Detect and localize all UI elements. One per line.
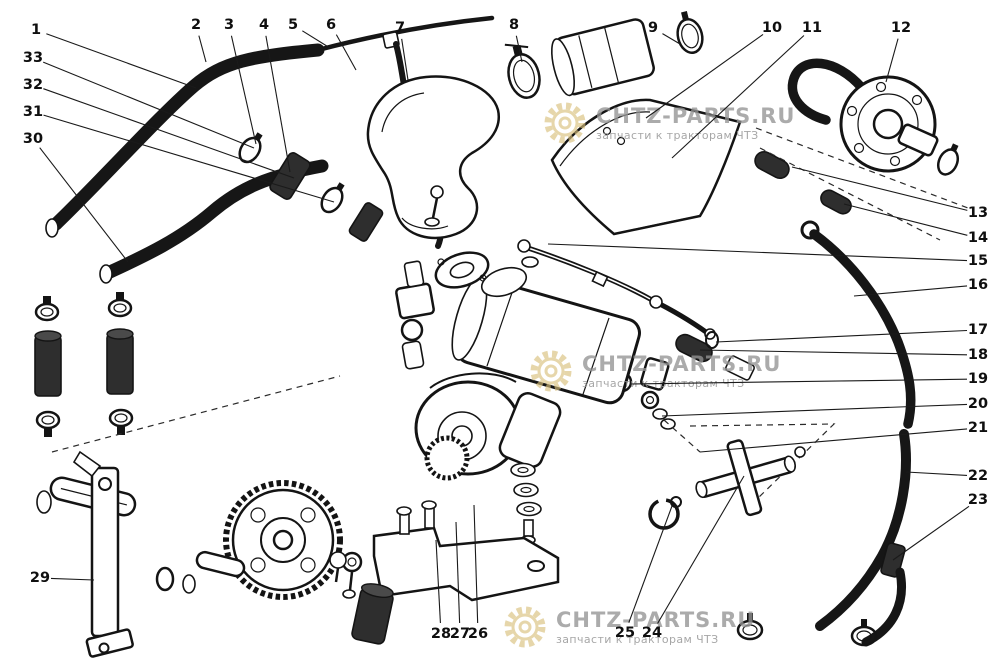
curved-bracket (366, 75, 501, 240)
callout-32[interactable]: 32 (22, 77, 44, 93)
callout-11[interactable]: 11 (801, 20, 823, 36)
heat-shield (550, 98, 742, 236)
dipstick-tube (800, 220, 916, 429)
callout-13[interactable]: 13 (967, 205, 989, 221)
callout-10[interactable]: 10 (761, 20, 783, 36)
pump-body (414, 372, 562, 545)
callout-20[interactable]: 20 (967, 396, 989, 412)
callout-23[interactable]: 23 (967, 492, 989, 508)
callout-1[interactable]: 1 (30, 22, 42, 38)
air-cleaner (504, 11, 704, 99)
left-clamps-hoses (34, 292, 134, 437)
callout-2[interactable]: 2 (190, 17, 202, 33)
callout-26[interactable]: 26 (467, 626, 489, 642)
callout-12[interactable]: 12 (890, 20, 912, 36)
callout-15[interactable]: 15 (967, 253, 989, 269)
small-filter (329, 551, 394, 645)
callout-28[interactable]: 28 (430, 626, 452, 642)
support-bracket (648, 439, 806, 530)
flange-pulley (787, 58, 960, 176)
callout-21[interactable]: 21 (967, 420, 989, 436)
drive-gear (223, 480, 343, 600)
hose-clamp-large (504, 43, 541, 99)
bracket-link (72, 450, 134, 658)
callout-9[interactable]: 9 (647, 20, 659, 36)
callout-14[interactable]: 14 (967, 230, 989, 246)
upper-hose (45, 43, 325, 238)
callout-27[interactable]: 27 (449, 626, 471, 642)
callout-25[interactable]: 25 (614, 625, 636, 641)
callout-5[interactable]: 5 (287, 17, 299, 33)
callout-4[interactable]: 4 (258, 17, 270, 33)
stud-washer (424, 185, 444, 227)
callout-22[interactable]: 22 (967, 468, 989, 484)
callout-7[interactable]: 7 (394, 20, 406, 36)
mount-bracket (372, 500, 560, 602)
callout-29[interactable]: 29 (29, 570, 51, 586)
callout-31[interactable]: 31 (22, 104, 44, 120)
callout-8[interactable]: 8 (508, 17, 520, 33)
callout-16[interactable]: 16 (967, 277, 989, 293)
callout-33[interactable]: 33 (22, 50, 44, 66)
callout-19[interactable]: 19 (967, 371, 989, 387)
callout-30[interactable]: 30 (22, 131, 44, 147)
callout-17[interactable]: 17 (967, 322, 989, 338)
callout-18[interactable]: 18 (967, 347, 989, 363)
hose-clamp-small (676, 11, 704, 54)
callout-6[interactable]: 6 (325, 17, 337, 33)
callout-3[interactable]: 3 (223, 17, 235, 33)
valve-assembly (395, 260, 435, 370)
callout-24[interactable]: 24 (641, 625, 663, 641)
